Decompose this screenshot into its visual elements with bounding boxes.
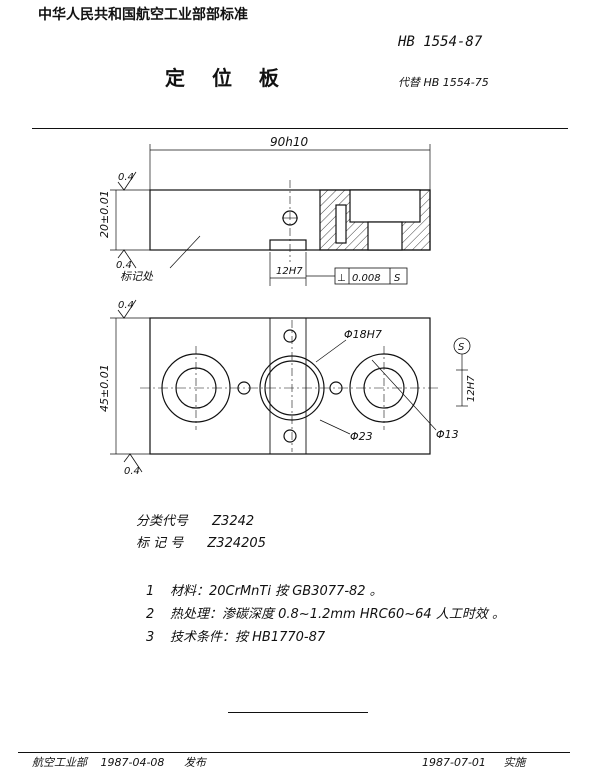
footer-implement: 1987-07-01 实施 [422, 754, 525, 770]
mark-location-label: 标记处 [120, 270, 154, 283]
issue-date: 1987-04-08 [100, 756, 165, 769]
issuer: 航空工业部 [32, 756, 87, 769]
class-code-label: 分类代号 [136, 514, 189, 529]
hole-dim-label: Φ18H7 [344, 328, 382, 341]
technical-drawing: 90h10 20±0.01 0.4 0.4 标记处 12H7 ⊥ 0.008 S [98, 135, 477, 477]
page-title: 定 位 板 [165, 66, 289, 90]
header-rule [32, 128, 568, 129]
through-hole-dim-label: Φ13 [436, 428, 459, 441]
mark-code-label: 标 记 号 [136, 536, 184, 551]
class-code-row: 分类代号 Z3242 [136, 510, 254, 529]
footer-issue: 航空工业部 1987-04-08 发布 [32, 754, 206, 770]
tolerance-symbol: ⊥ [337, 273, 346, 284]
dim-height-label: 20±0.01 [98, 190, 111, 238]
section-view [110, 144, 431, 286]
dim-width-label: 90h10 [270, 135, 309, 149]
plan-view [110, 299, 471, 473]
plan-roughness-bottom-label: 0.4 [124, 466, 140, 477]
datum-label: S [458, 342, 465, 353]
footer-rule [18, 752, 570, 753]
roughness-top-label: 0.4 [118, 172, 134, 183]
note-text: 技术条件：按 HB1770-87 [170, 630, 326, 645]
standard-number: HB 1554-87 [398, 34, 483, 50]
note-text: 材料：20CrMnTi 按 GB3077-82 。 [170, 584, 383, 599]
standard-organization: 中华人民共和国航空工业部部标准 [38, 7, 248, 23]
replaces-standard: 代替 HB 1554-75 [398, 76, 489, 89]
mark-code-row: 标 记 号 Z324205 [136, 532, 266, 551]
tolerance-value: 0.008 [352, 273, 381, 284]
end-rule [228, 712, 368, 713]
slot-dim-label: 12H7 [276, 266, 303, 277]
plan-dim-height-label: 45±0.01 [98, 364, 111, 412]
plan-outline [149, 317, 431, 455]
class-code-value: Z3242 [212, 514, 255, 529]
issue-label: 发布 [183, 756, 206, 769]
impl-date: 1987-07-01 [422, 756, 486, 769]
mark-code-value: Z324205 [207, 536, 266, 551]
plan-roughness-top-label: 0.4 [118, 300, 134, 311]
note-text: 热处理：渗碳深度 0.8~1.2mm HRC60~64 人工时效 。 [170, 607, 505, 622]
impl-label: 实施 [503, 756, 526, 769]
plan-slot-dim-label: 12H7 [466, 375, 477, 402]
roughness-bottom-label: 0.4 [116, 260, 132, 271]
tolerance-datum: S [394, 273, 401, 284]
counterbore-dim-label: Φ23 [350, 430, 373, 443]
